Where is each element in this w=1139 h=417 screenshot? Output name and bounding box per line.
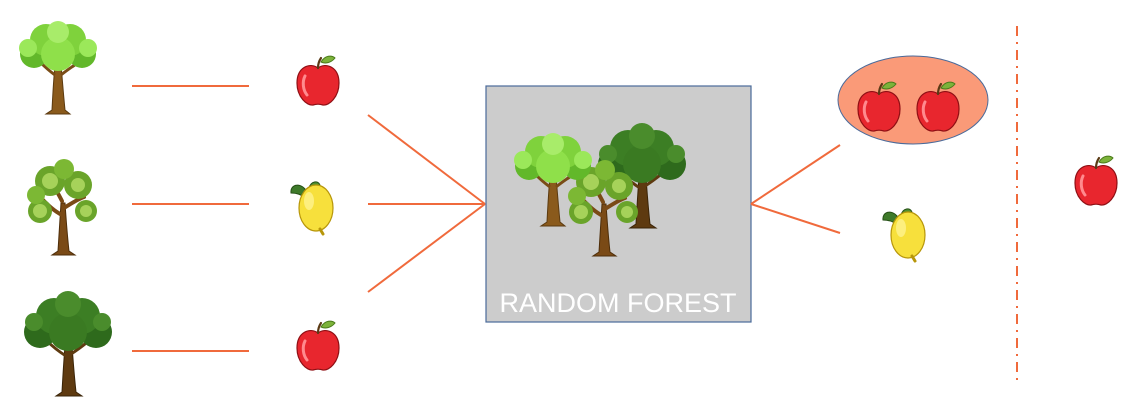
apple-icon	[295, 319, 341, 372]
tree-to-prediction-connectors	[132, 85, 249, 352]
connector-line	[750, 144, 841, 205]
converging-connectors	[367, 114, 486, 293]
lemon-icon	[289, 180, 335, 236]
tree-dark-green-icon	[22, 289, 114, 398]
vote-group-apple	[837, 55, 989, 145]
apple-icon	[295, 54, 341, 107]
lemon-icon	[881, 207, 927, 263]
random-forest-label: RANDOM FOREST	[499, 288, 736, 318]
connector-line	[367, 203, 486, 293]
connector-line	[367, 114, 486, 205]
diverging-connectors	[750, 144, 841, 234]
tree-light-green-icon	[17, 19, 99, 116]
random-forest-box-background	[485, 85, 752, 323]
tree-green-branchy-icon	[25, 157, 99, 257]
final-prediction-apple-icon	[1073, 154, 1119, 207]
connector-line	[750, 203, 841, 234]
random-forest-box: RANDOM FOREST	[485, 85, 752, 323]
